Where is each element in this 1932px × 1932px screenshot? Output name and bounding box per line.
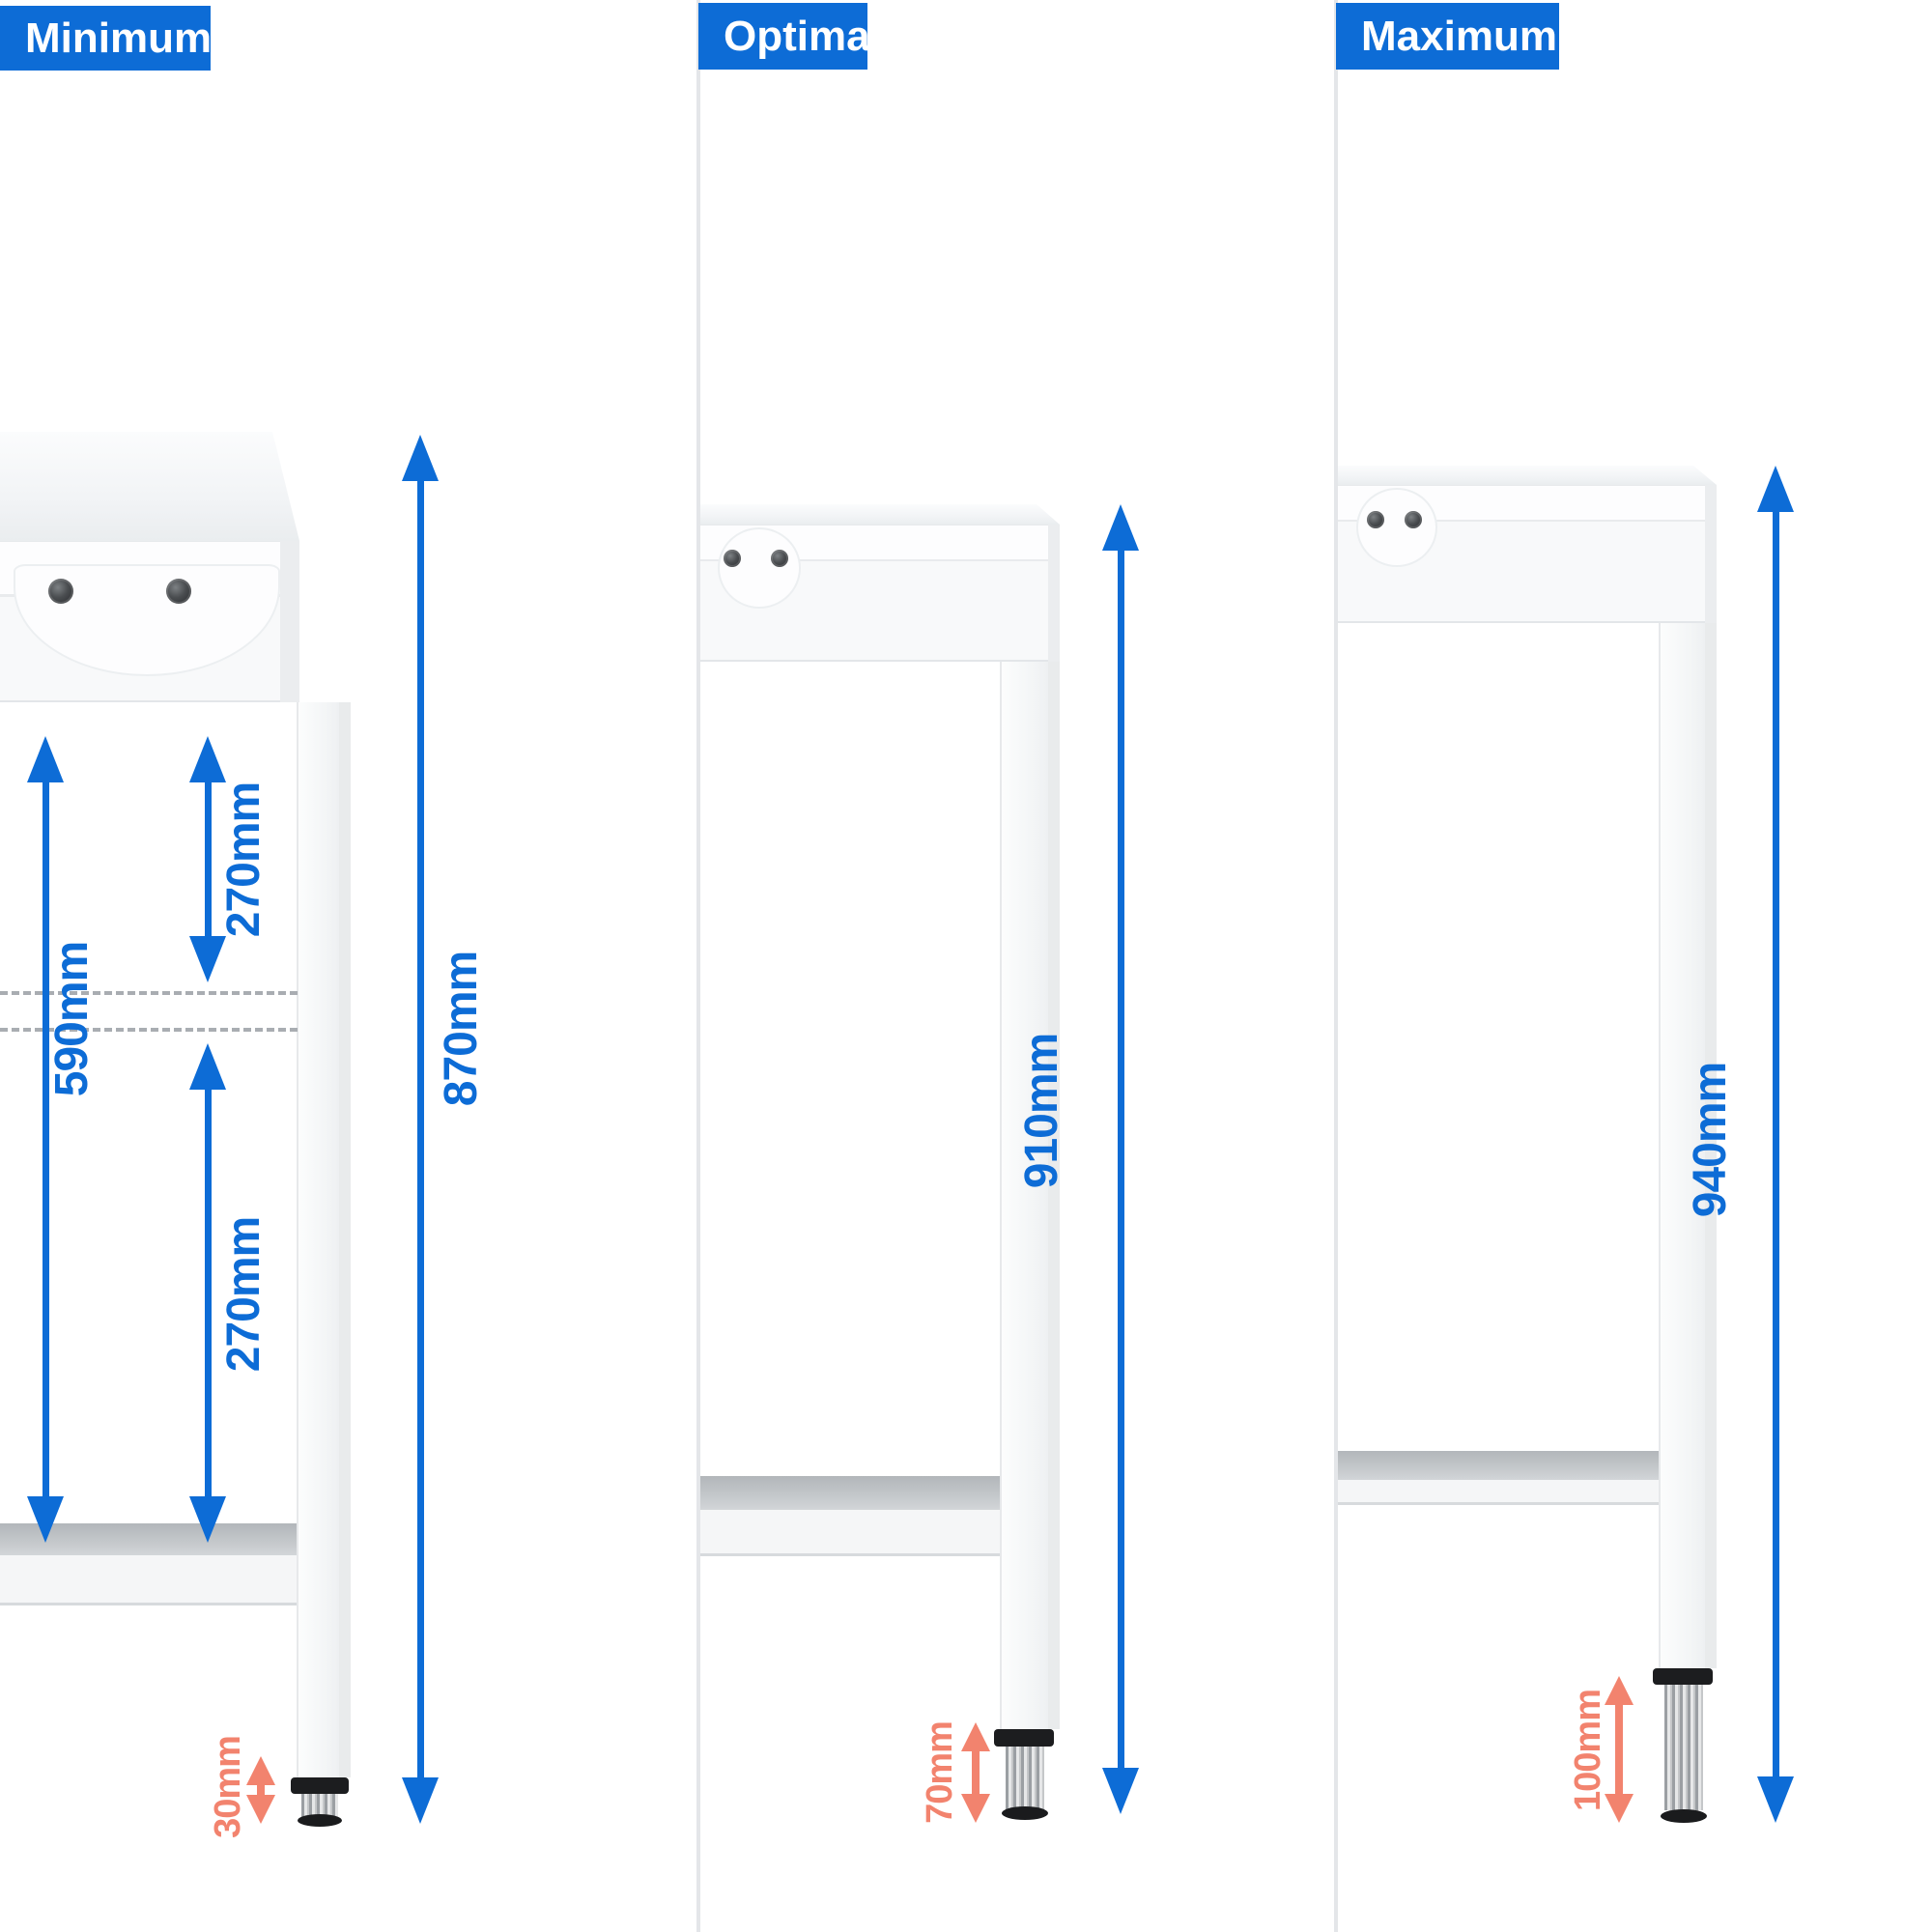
dimension-arrow-270-top [205,781,212,936]
arrow-down-icon [1757,1776,1794,1823]
panel-title-label: Maximum [1361,12,1557,60]
dimension-arrow-590 [43,781,49,1496]
tabletop-seam [700,559,1048,561]
foot-cap [1653,1668,1713,1685]
foot-base [298,1814,342,1827]
table-leg [1000,662,1048,1729]
mounting-bracket [1356,488,1437,567]
bottom-shelf-top [700,1476,1000,1510]
mid-shelf-dashed-line [0,991,298,995]
table-leg-side [1048,662,1060,1729]
dimension-arrow-910 [1118,551,1124,1768]
bottom-shelf-top [1338,1451,1659,1480]
dimension-label-270-bottom: 270mm [217,1216,270,1373]
mounting-bracket [718,527,801,609]
panel-title-optimal: Optimal [698,3,882,70]
dimension-label-870: 870mm [435,951,487,1107]
dimension-label-270-top: 270mm [217,781,270,938]
foot-cap [994,1729,1054,1747]
tabletop-top-face [1338,466,1717,485]
dimension-arrow-270-bottom [205,1088,212,1496]
foot-adjust-label-30: 30mm [207,1736,248,1838]
bottom-shelf-front [700,1510,1000,1556]
arrow-up-icon [246,1756,275,1785]
panel-title-label: Minimum [25,14,213,62]
adjustable-foot [1006,1747,1044,1812]
foot-base [1661,1809,1707,1823]
screw-icon [48,579,73,604]
table-leg-side [1705,623,1717,1668]
screw-icon [1405,511,1422,528]
arrow-down-icon [189,936,226,982]
table-leg [1659,623,1705,1668]
dimension-arrow-940 [1773,512,1779,1776]
arrow-up-icon [1757,466,1794,512]
arrow-up-icon [189,1043,226,1090]
tabletop-side-face [280,541,299,702]
arrow-down-icon [402,1777,439,1824]
arrow-up-icon [402,435,439,481]
foot-adjust-arrow-70 [972,1748,980,1797]
arrow-up-icon [27,736,64,782]
arrow-up-icon [1605,1676,1634,1705]
screw-icon [166,579,191,604]
panel-title-maximum: Maximum [1336,3,1559,70]
screw-icon [771,550,788,567]
dimension-label-590: 590mm [45,941,98,1097]
foot-cap [291,1777,349,1794]
adjustable-foot [1664,1685,1703,1810]
dimension-label-910: 910mm [1015,1033,1067,1189]
foot-adjust-arrow-100 [1615,1702,1623,1797]
dimension-arrow-870 [417,481,424,1777]
arrow-up-icon [1102,504,1139,551]
screw-icon [1367,511,1384,528]
foot-base [1002,1806,1048,1820]
foot-adjust-label-100: 100mm [1567,1690,1608,1811]
table-leg [297,702,339,1777]
tabletop-side-face [1048,525,1060,662]
panel-title-minimum: Minimum [0,6,213,71]
arrow-down-icon [961,1794,990,1823]
screw-icon [724,550,741,567]
dimension-label-940: 940mm [1684,1062,1736,1218]
tabletop-side-face [1705,485,1717,623]
bottom-shelf-front [0,1555,297,1605]
tabletop-top-face [700,504,1060,525]
arrow-down-icon [1605,1794,1634,1823]
arrow-up-icon [961,1722,990,1751]
arrow-up-icon [189,736,226,782]
foot-adjust-arrow-30 [257,1783,265,1797]
arrow-down-icon [1102,1768,1139,1814]
foot-adjust-label-70: 70mm [919,1721,960,1824]
arrow-down-icon [27,1496,64,1543]
tabletop-seam [1338,520,1705,522]
table-leg-side [339,702,351,1777]
arrow-down-icon [246,1795,275,1824]
panel-divider [1334,0,1338,1932]
panel-divider [696,0,700,1932]
mid-shelf-dashed-line [0,1028,298,1032]
bottom-shelf-front [1338,1480,1659,1505]
tabletop-top-face [0,432,299,541]
panel-title-label: Optimal [724,12,882,60]
arrow-down-icon [189,1496,226,1543]
